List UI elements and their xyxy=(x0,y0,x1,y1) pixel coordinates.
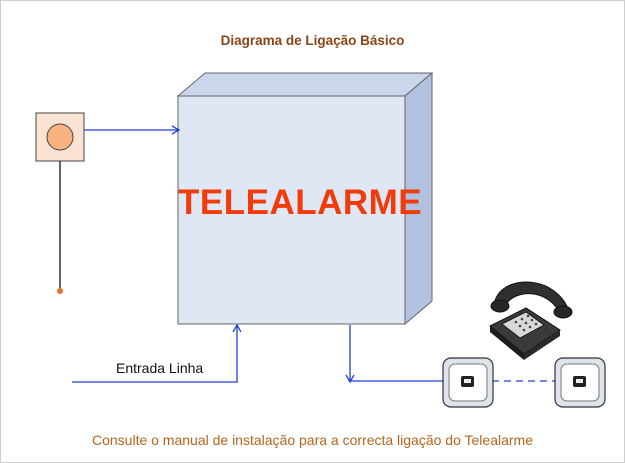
line-input-connector xyxy=(72,323,242,383)
box-front-face xyxy=(177,95,406,325)
telealarme-label: TELEALARME xyxy=(178,183,423,222)
box-top-face xyxy=(176,72,434,97)
cable-end-dot xyxy=(57,288,63,294)
phone-socket-icon xyxy=(554,357,606,408)
telealarme-unit xyxy=(176,71,434,326)
push-button-icon xyxy=(35,112,85,162)
diagram-title: Diagrama de Ligação Básico xyxy=(220,33,405,48)
phone-socket-icon xyxy=(442,357,494,408)
footer-note: Consulte o manual de instalação para a c… xyxy=(91,432,533,448)
line-input-label: Entrada Linha xyxy=(116,360,204,376)
telephone-icon xyxy=(489,281,573,360)
